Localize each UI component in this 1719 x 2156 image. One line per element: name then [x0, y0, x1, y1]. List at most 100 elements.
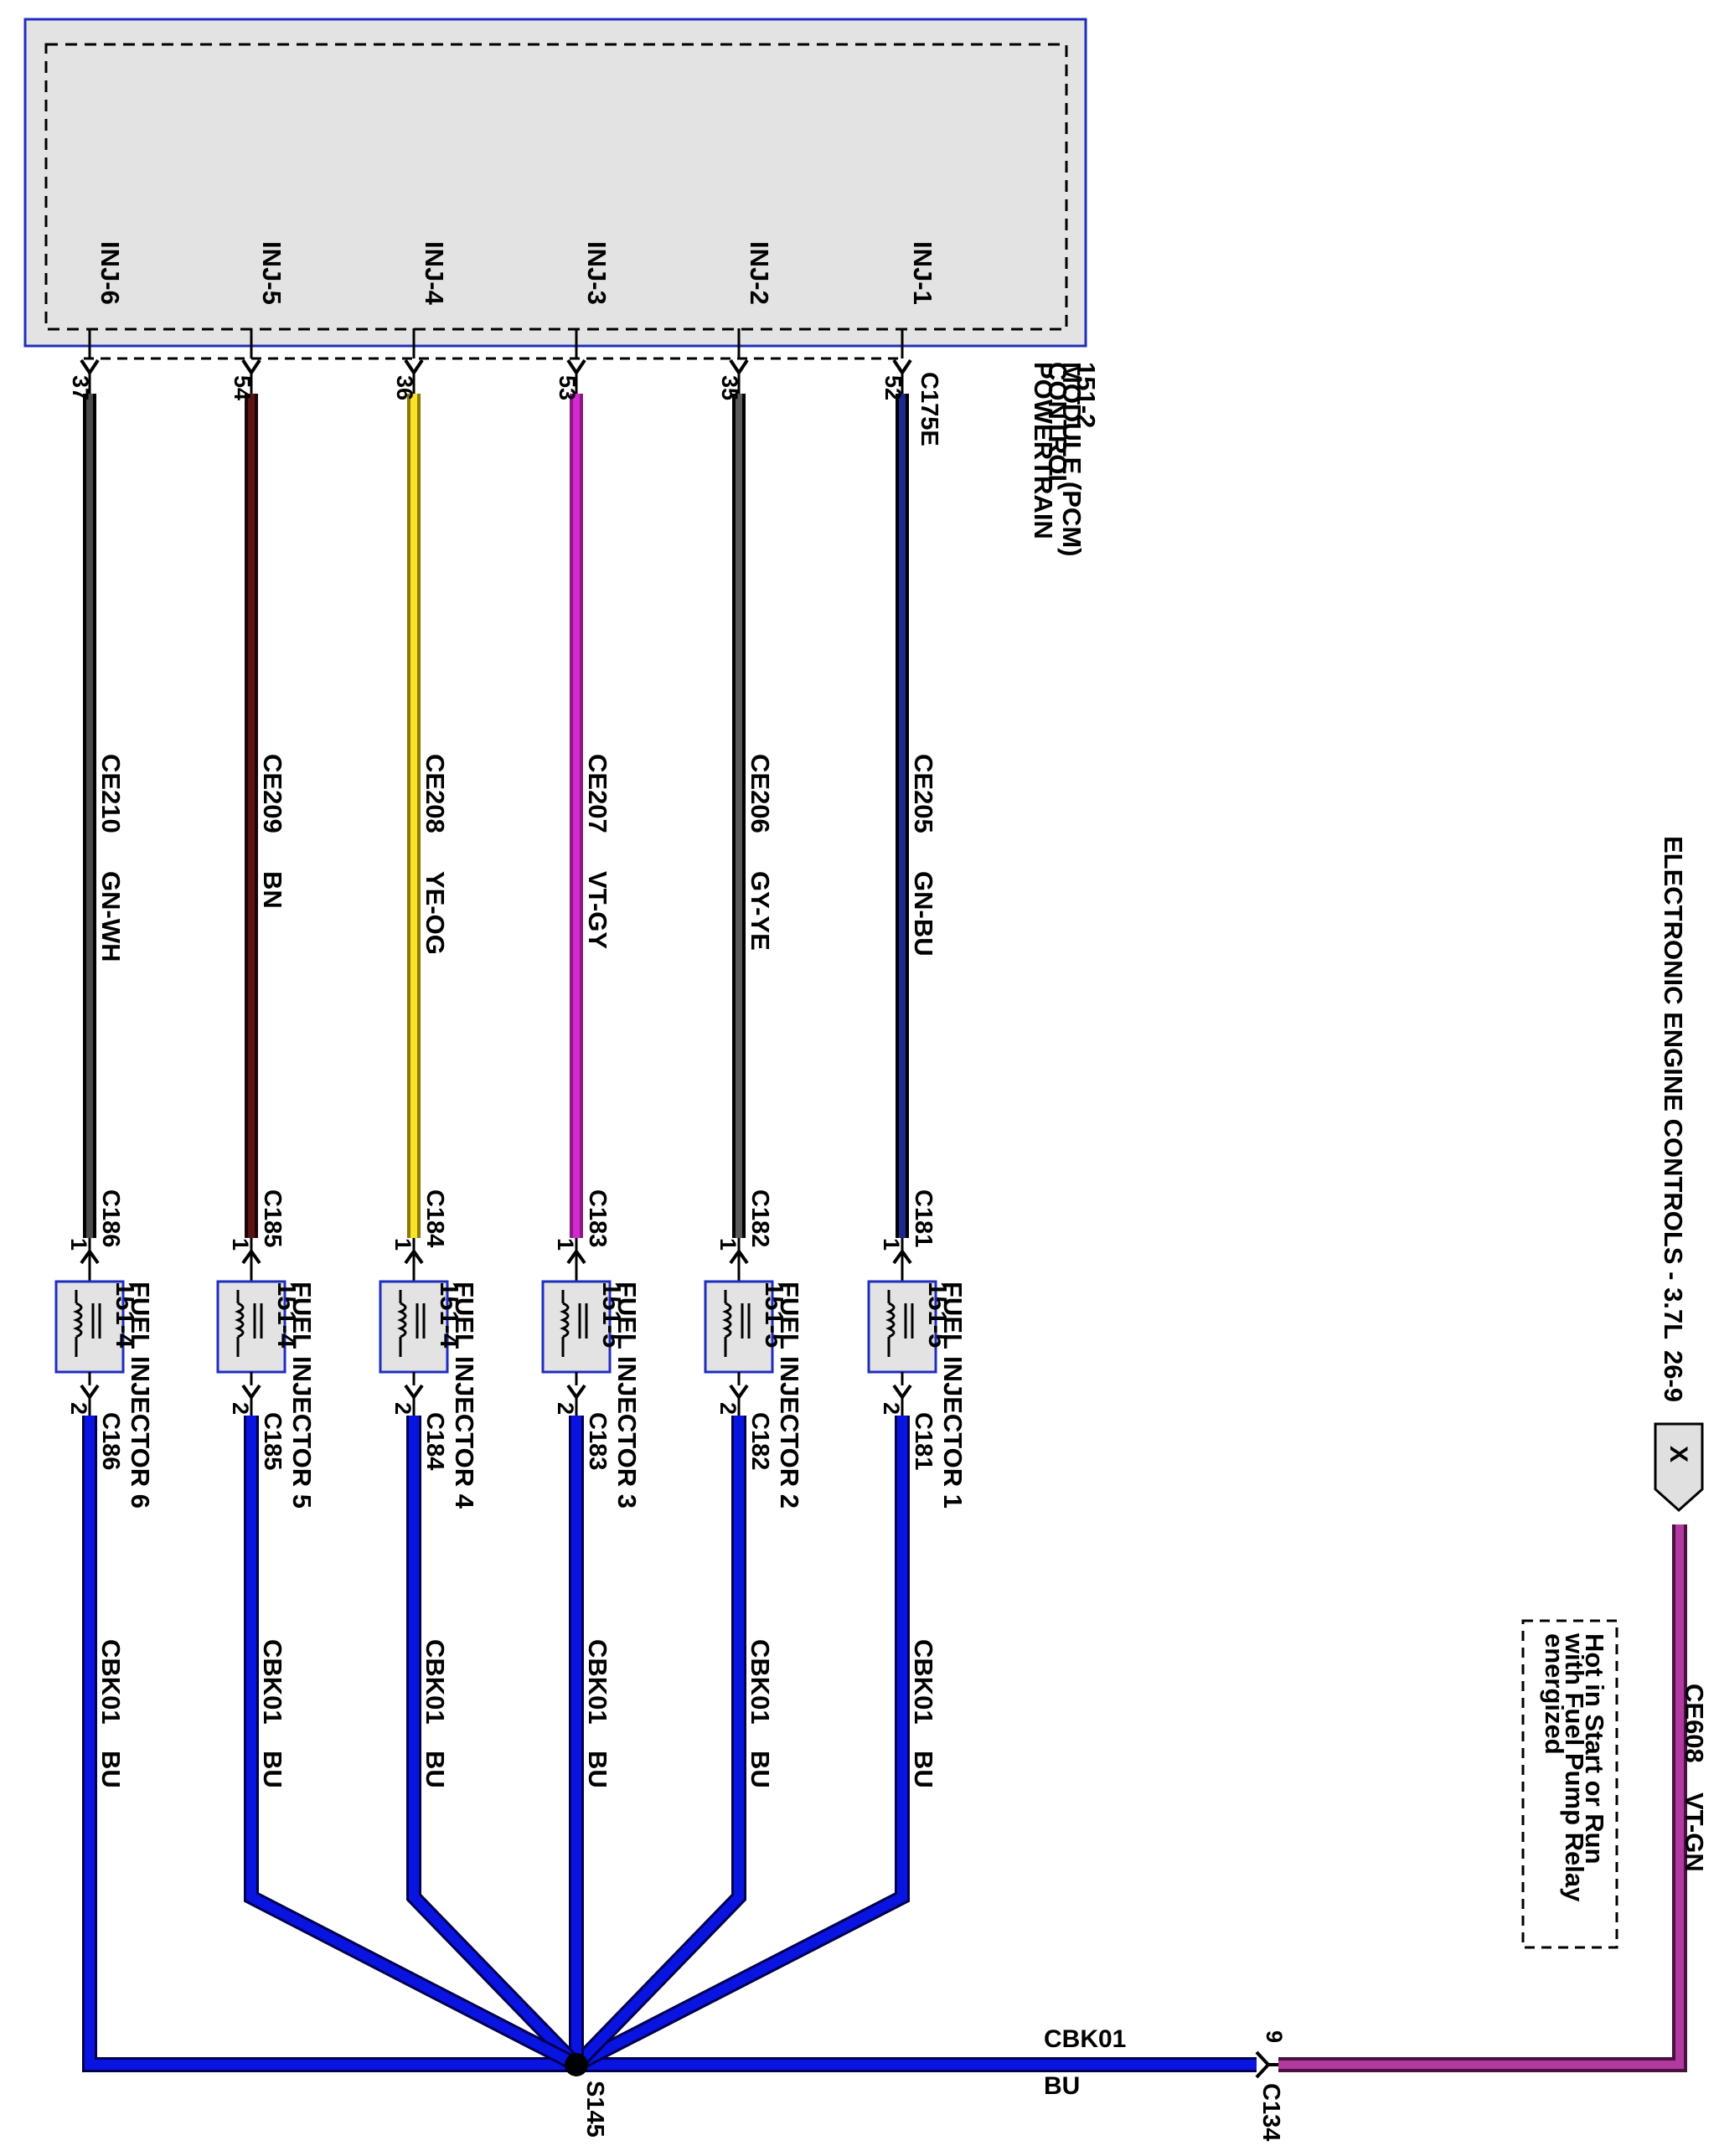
circuit-3-pin-out: 2 — [553, 1402, 578, 1415]
pcm-inner-dashed-boundary — [44, 43, 1068, 331]
circuit-1-pcm-connector-symbol — [892, 358, 912, 376]
circuit-4-connector-top: C184 — [421, 1189, 448, 1247]
feed-arrow-label: X — [1665, 1446, 1692, 1462]
circuit-6-pin-label: INJ-6 — [96, 241, 125, 305]
circuit-6-connector-top: C186 — [97, 1189, 124, 1247]
circuit-4-ground-wire-core — [409, 1416, 581, 2069]
circuit-2-pin-label-group: INJ-2 — [745, 241, 774, 305]
circuit-2-circuit-number-group: CE206 — [746, 754, 775, 833]
circuit-5-injector-ref-group: 151-4 — [272, 1282, 302, 1349]
circuit-4-pin-label: INJ-4 — [420, 241, 449, 306]
circuit-1-ground-wire-core — [574, 1416, 907, 2070]
circuit-6-injector-ref-group: 151-4 — [111, 1282, 140, 1349]
circuit-3-circuit-number: CE207 — [583, 754, 612, 833]
circuit-2-injector-body — [704, 1280, 774, 1374]
circuit-4-connector-top-group: C184 — [421, 1189, 448, 1247]
circuit-1-pin-in-group: 1 — [879, 1238, 904, 1251]
circuit-6-ground-color-group: BU — [96, 1751, 126, 1788]
circuit-4-injector-name: FUEL INJECTOR 4 — [450, 1282, 479, 1509]
circuit-4-connector-bottom: C184 — [421, 1412, 448, 1470]
circuit-5-circuit-number-group: CE209 — [258, 754, 287, 833]
circuit-1-injector-name-group: FUEL INJECTOR 1 — [938, 1282, 968, 1509]
circuit-4-pin-in: 1 — [390, 1238, 416, 1251]
circuit-2-injector-ref-group: 151-5 — [760, 1282, 789, 1348]
circuit-2-wire-color-group: GY-YE — [746, 871, 775, 951]
circuit-3-ground-circuit-group: CBK01 — [583, 1639, 612, 1725]
circuit-2-ground-wire-core — [572, 1416, 744, 2069]
circuit-5-pin-in: 1 — [228, 1238, 253, 1251]
circuit-3-injector-name: FUEL INJECTOR 3 — [612, 1282, 642, 1509]
circuit-3-connector-top: C183 — [584, 1189, 611, 1247]
feed-note-box — [1521, 1619, 1618, 1949]
circuit-6-injector-ref: 151-4 — [111, 1282, 140, 1349]
circuit-5-ground-color-group: BU — [258, 1751, 287, 1788]
circuit-1-pin-in: 1 — [879, 1238, 904, 1251]
circuit-6-pin-number-group: 37 — [68, 375, 93, 400]
feed-note-line2: with Fuel Pump Relay — [1560, 1632, 1589, 1902]
pcm-box — [23, 18, 1087, 348]
circuit-1-pin-out-group: 2 — [879, 1402, 904, 1415]
circuit-1-wire-color-group: GN-BU — [909, 871, 938, 957]
circuit-3-pin-in-group: 1 — [553, 1238, 578, 1251]
circuit-1-ground-circuit: CBK01 — [909, 1639, 938, 1725]
circuit-5-injector-name-group: FUEL INJECTOR 5 — [287, 1282, 317, 1509]
circuit-5-injector-name: FUEL INJECTOR 5 — [287, 1282, 317, 1509]
circuit-5-pin-out: 2 — [228, 1402, 253, 1415]
circuit-5-pin-number: 54 — [230, 375, 255, 400]
circuit-3-injector-name-group: FUEL INJECTOR 3 — [612, 1282, 642, 1509]
circuit-5-connector-top: C185 — [259, 1189, 286, 1247]
circuit-6-injector-name: FUEL INJECTOR 6 — [126, 1282, 155, 1509]
circuit-2-injector-ref: 151-5 — [760, 1282, 789, 1348]
circuit-6-pin-out-group: 2 — [66, 1402, 91, 1415]
circuit-6-injector-body — [54, 1280, 125, 1374]
ground-run-circuit: CBK01 — [1044, 2025, 1126, 2053]
circuit-1-pin-label: INJ-1 — [908, 241, 937, 305]
circuit-4-pin-number: 36 — [392, 375, 417, 400]
circuit-4-pin-in-group: 1 — [390, 1238, 416, 1251]
circuit-6-pin-out: 2 — [66, 1402, 91, 1415]
circuit-2-connector-top: C182 — [746, 1189, 773, 1247]
feed-note-line1: Hot in Start or Run — [1580, 1633, 1609, 1865]
circuit-6-pin-number: 37 — [68, 375, 93, 400]
circuit-1-ground-color: BU — [909, 1751, 938, 1788]
circuit-3-lower-connector-symbol — [566, 1384, 586, 1400]
circuit-2-ground-circuit: CBK01 — [746, 1639, 775, 1725]
circuit-4-pin-out: 2 — [390, 1402, 416, 1415]
circuit-5-pin-number-group: 54 — [230, 375, 255, 400]
circuit-3-wire-color-group: VT-GY — [583, 871, 612, 949]
feed-wire-outline — [1278, 1524, 1687, 2072]
circuit-1-injector-name: FUEL INJECTOR 1 — [938, 1282, 968, 1509]
circuit-4-injector-name-group: FUEL INJECTOR 4 — [450, 1282, 479, 1509]
circuit-6-wire-color: GN-WH — [96, 871, 126, 962]
circuit-6-circuit-number-group: CE210 — [96, 754, 126, 833]
circuit-6-injector-coil-icon — [73, 1302, 83, 1338]
circuit-6-ground-circuit-group: CBK01 — [96, 1639, 126, 1725]
circuit-5-ground-circuit: CBK01 — [258, 1639, 287, 1725]
circuit-5-injector-coil-icon — [235, 1302, 245, 1338]
circuit-4-wire-color: YE-OG — [421, 871, 450, 955]
circuit-1-ground-color-group: BU — [909, 1751, 938, 1788]
circuit-3-connector-top-group: C183 — [584, 1189, 611, 1247]
circuit-6-pcm-connector-symbol — [80, 358, 100, 376]
circuit-4-injector-ref-group: 151-4 — [435, 1282, 464, 1349]
circuit-2-ground-circuit-group: CBK01 — [746, 1639, 775, 1725]
circuit-5-pin-label-group: INJ-5 — [257, 241, 286, 305]
circuit-2-circuit-number: CE206 — [746, 754, 775, 833]
circuit-3-pin-number-group: 53 — [555, 375, 580, 400]
page-title: ELECTRONIC ENGINE CONTROLS - 3.7L — [1659, 836, 1688, 1339]
circuit-2-injector-name: FUEL INJECTOR 2 — [775, 1282, 804, 1509]
circuit-3-ground-circuit: CBK01 — [583, 1639, 612, 1725]
circuit-3-ground-color: BU — [583, 1751, 612, 1788]
circuit-5-pin-out-group: 2 — [228, 1402, 253, 1415]
circuit-3-connector-bottom: C183 — [584, 1412, 611, 1470]
c134-pin-number: 9 — [1262, 2030, 1287, 2043]
circuit-2-pin-in-group: 1 — [715, 1238, 741, 1251]
circuit-1-pin-number: 52 — [880, 375, 906, 400]
circuit-5-injector-ref: 151-4 — [272, 1282, 302, 1349]
pcm-name-line2: CONTROL — [1043, 362, 1072, 490]
wire-layer — [82, 1416, 1257, 2072]
